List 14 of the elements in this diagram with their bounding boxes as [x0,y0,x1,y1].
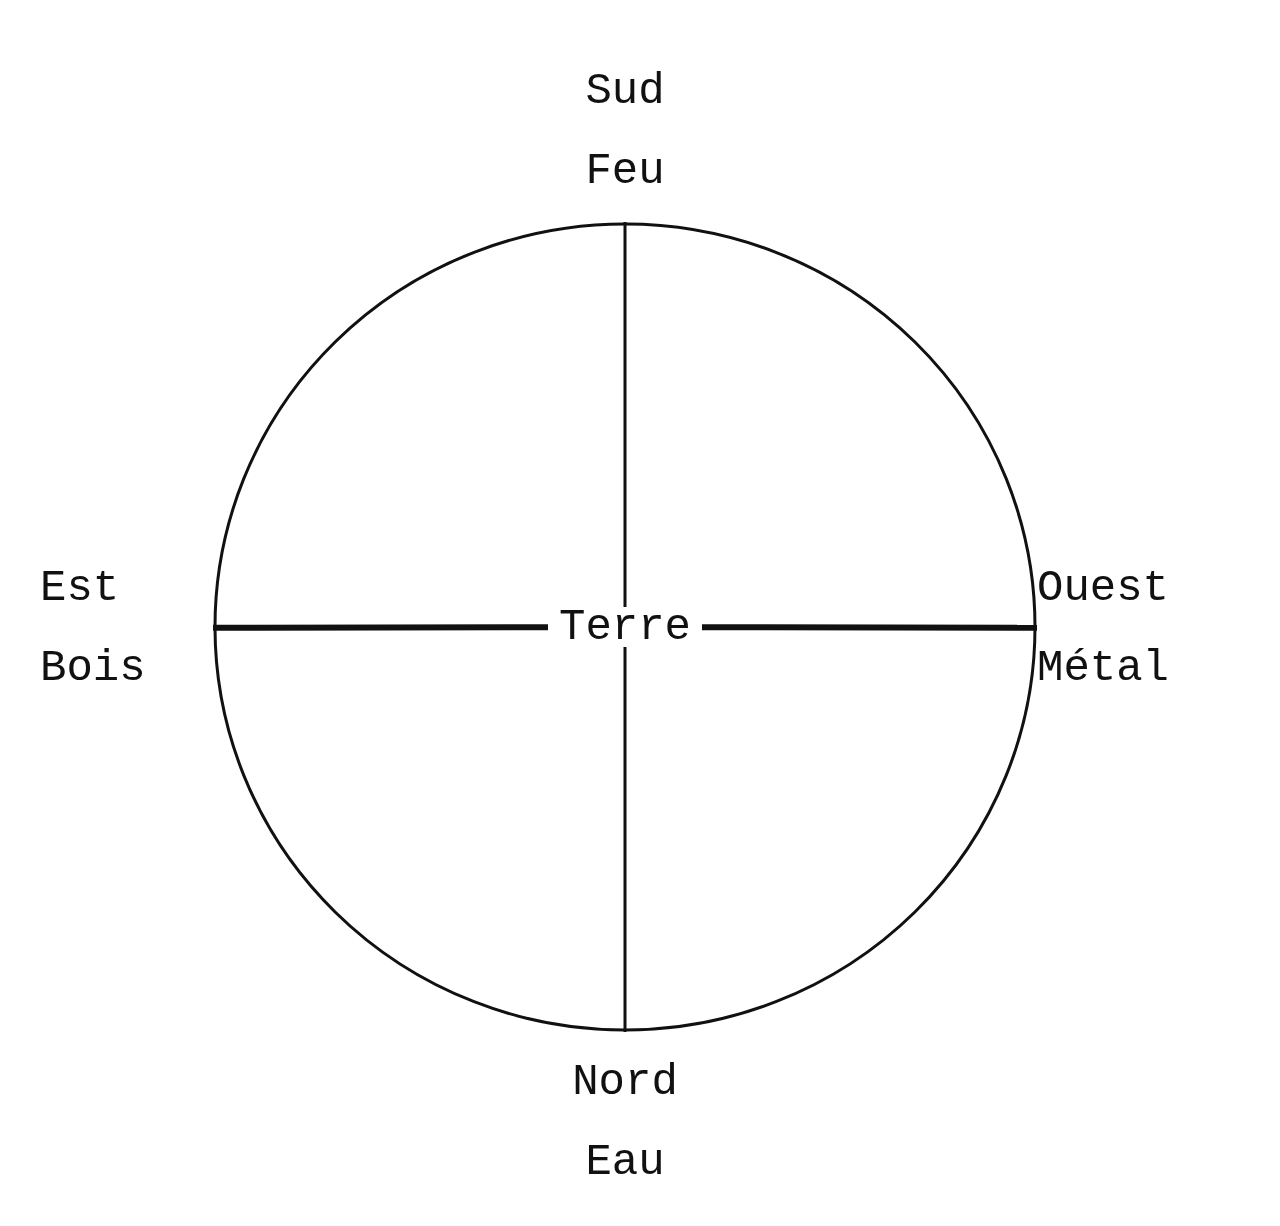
connector-line [702,624,1037,631]
direction-label: Ouest [1037,562,1171,615]
direction-label: Bois [40,642,147,695]
circle-outline [213,222,1037,1032]
direction-label: Métal [1037,642,1171,695]
direction-label: Est [40,562,121,615]
connector-line [623,222,627,607]
direction-label: Feu [584,145,666,198]
direction-label: Sud [584,65,666,118]
direction-label: Eau [584,1136,666,1189]
center-label: Terre [558,607,692,647]
connector-line [623,647,627,1032]
direction-label: Nord [571,1056,679,1109]
connector-line [213,624,548,631]
